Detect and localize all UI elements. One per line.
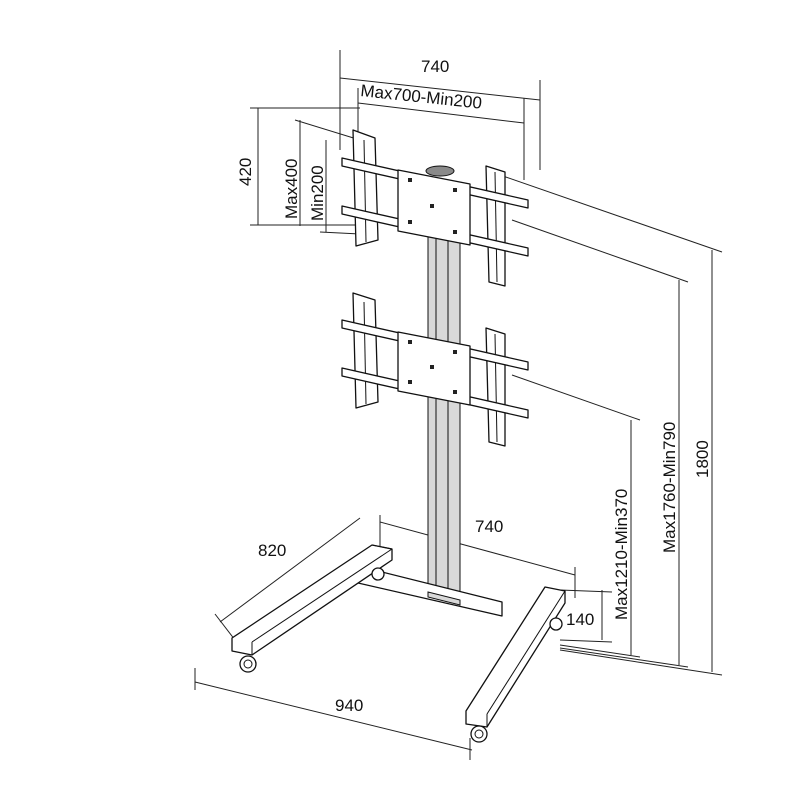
label-vesa-height-max: Max400 [282, 159, 301, 219]
base-frame [231, 544, 566, 728]
label-total-height: 1800 [693, 440, 712, 478]
label-top-width: 740 [421, 57, 449, 76]
dimension-lines [194, 50, 723, 760]
label-lower-mount-height: Max1210-Min370 [612, 489, 631, 620]
vesa-holes-upper [408, 178, 457, 234]
caster-right-rear [549, 617, 563, 631]
wheels [239, 567, 563, 743]
caster-left-rear [371, 567, 385, 581]
vesa-holes-lower [408, 340, 457, 394]
label-vesa-height-outer: 420 [236, 158, 255, 186]
caster-right-front [470, 725, 488, 743]
upper-mount [341, 129, 529, 287]
label-base-width: 740 [475, 517, 503, 536]
label-vesa-height-min: Min200 [308, 165, 327, 221]
label-upper-mount-height: Max1760-Min790 [660, 422, 679, 553]
lower-mount [341, 292, 529, 447]
label-vesa-width: Max700-Min200 [360, 81, 483, 113]
label-base-depth: 820 [258, 541, 286, 560]
label-wheel-height: 140 [566, 610, 594, 629]
label-base-length: 940 [335, 696, 363, 715]
caster-left-front [239, 655, 257, 673]
